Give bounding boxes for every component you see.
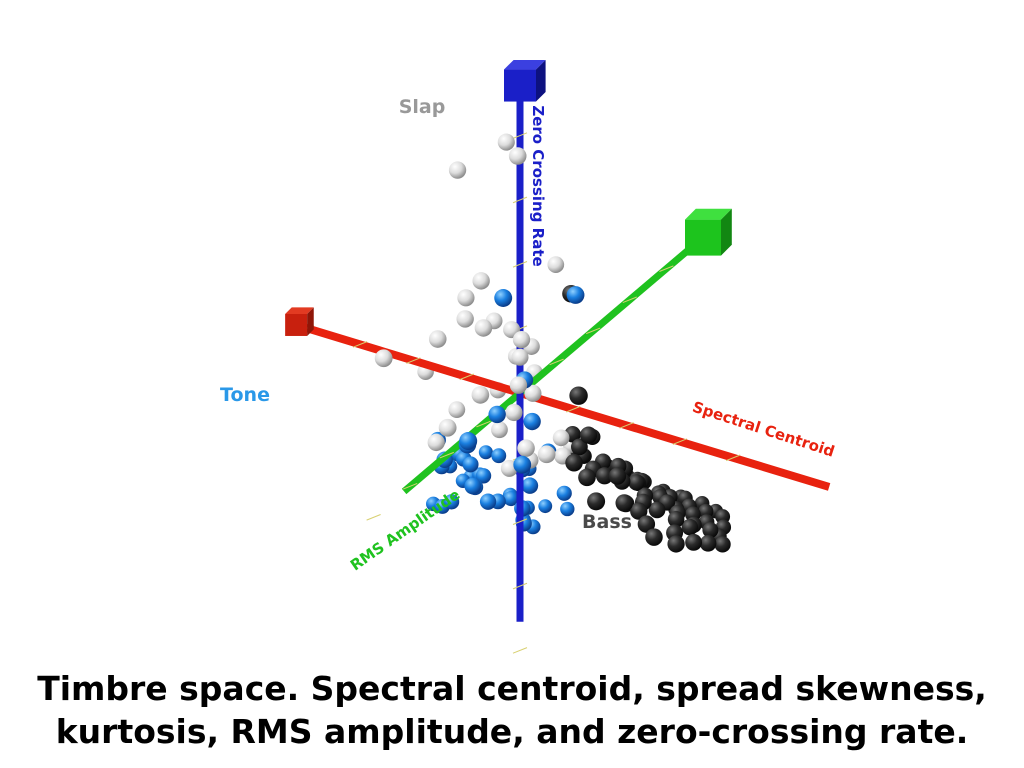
rms-amplitude-axis-tick: [549, 358, 564, 366]
slap-point: [505, 403, 523, 422]
tone-point: [459, 432, 478, 451]
slap-point: [517, 439, 535, 457]
tone-point: [538, 499, 553, 514]
slap-point: [448, 161, 467, 179]
tone-point: [521, 477, 539, 494]
rms-amplitude-axis-tick: [366, 514, 381, 521]
bass-point: [637, 515, 656, 533]
bass-point: [569, 386, 588, 405]
slap-point: [511, 348, 529, 366]
tone-point: [479, 493, 497, 510]
caption-line-1: Timbre space. Spectral centroid, spread …: [37, 669, 987, 708]
slap-point: [456, 310, 474, 328]
spectral-centroid-axis-tick: [672, 438, 688, 445]
bass-point: [579, 426, 598, 444]
spectral-centroid-axis-tick: [726, 454, 741, 462]
slap-point: [524, 384, 542, 402]
spectral-centroid-axis-tick: [406, 357, 421, 364]
bass-point: [699, 535, 717, 552]
slap-cluster-label: Slap: [399, 96, 446, 118]
zero-crossing-rate-axis-tick: [512, 261, 528, 268]
caption-line-2: kurtosis, RMS amplitude, and zero-crossi…: [55, 712, 969, 751]
slap-point: [509, 376, 528, 394]
zero-crossing-rate-axis-label: Zero Crossing Rate: [529, 105, 547, 266]
zero-crossing-rate-axis-tick: [512, 196, 528, 204]
front-layer: [374, 133, 731, 553]
zero-crossing-rate-axis-tick: [512, 647, 528, 654]
bass-point: [587, 492, 606, 511]
bass-point: [628, 474, 645, 491]
slap-point: [438, 418, 457, 437]
tone-point: [475, 468, 492, 484]
tone-point: [566, 286, 585, 304]
tone-point: [523, 412, 541, 431]
rms-amplitude-axis-tick: [586, 327, 601, 335]
bass-point: [630, 502, 648, 520]
spectral-centroid-axis-tick: [459, 373, 474, 381]
slap-point: [537, 445, 556, 464]
rms-amplitude-axis-tick: [659, 265, 674, 272]
rms-amplitude-axis-end-cube: [685, 208, 732, 256]
slap-point: [472, 272, 490, 290]
slap-point: [512, 331, 531, 349]
tone-point: [503, 490, 519, 507]
bass-point: [645, 528, 663, 546]
slap-point: [457, 289, 475, 307]
zero-crossing-rate-axis-end-cube: [504, 59, 546, 102]
bass-point: [578, 468, 596, 487]
rms-amplitude-axis-tick: [439, 451, 454, 459]
tone-point: [443, 494, 460, 510]
bass-point: [714, 536, 731, 553]
slap-point: [552, 429, 570, 447]
rms-amplitude-axis-tick: [476, 420, 491, 428]
tone-point: [464, 477, 482, 495]
bass-point: [571, 438, 588, 456]
bass-point: [702, 522, 719, 539]
tone-point: [494, 289, 513, 307]
slap-point: [448, 401, 466, 419]
slap-point: [491, 421, 508, 439]
rms-amplitude-axis-label: RMS Amplitude: [347, 485, 463, 574]
rms-amplitude-axis-tick: [622, 296, 637, 304]
bass-point: [565, 454, 583, 472]
slap-point: [427, 433, 445, 452]
bass-point: [648, 501, 666, 519]
slap-point: [374, 349, 393, 368]
slap-point: [471, 386, 490, 404]
slap-point: [497, 133, 515, 151]
zero-crossing-rate-axis-tick: [512, 582, 528, 590]
tone-point: [488, 405, 506, 424]
spectral-centroid-axis-tick: [619, 422, 634, 429]
tone-point: [513, 455, 532, 474]
tone-point: [560, 501, 575, 517]
rms-amplitude-axis: [401, 234, 706, 495]
tone-point: [556, 485, 572, 501]
tone-point: [462, 456, 479, 473]
bass-point: [667, 511, 685, 528]
bass-point: [615, 494, 634, 512]
zero-crossing-rate-axis-tick: [512, 132, 528, 139]
spectral-centroid-axis-tick: [566, 405, 581, 413]
spectral-centroid-axis-tick: [352, 341, 368, 348]
slap-point: [508, 147, 527, 165]
tone-cluster-label: Tone: [220, 384, 270, 406]
zero-crossing-rate-axis-tick: [512, 518, 528, 525]
tone-point: [478, 445, 493, 460]
bass-point: [667, 535, 685, 553]
spectral-centroid-axis-end-cube: [285, 307, 314, 336]
bass-cluster-label: Bass: [582, 511, 632, 533]
rms-amplitude-axis-tick: [403, 482, 418, 490]
slap-point: [474, 319, 493, 337]
bass-point: [681, 518, 699, 536]
slap-point: [547, 256, 565, 273]
bass-point: [608, 467, 627, 485]
bass-point: [595, 467, 614, 485]
tone-point: [491, 448, 507, 464]
slap-point: [428, 330, 447, 348]
bass-point: [685, 533, 703, 551]
